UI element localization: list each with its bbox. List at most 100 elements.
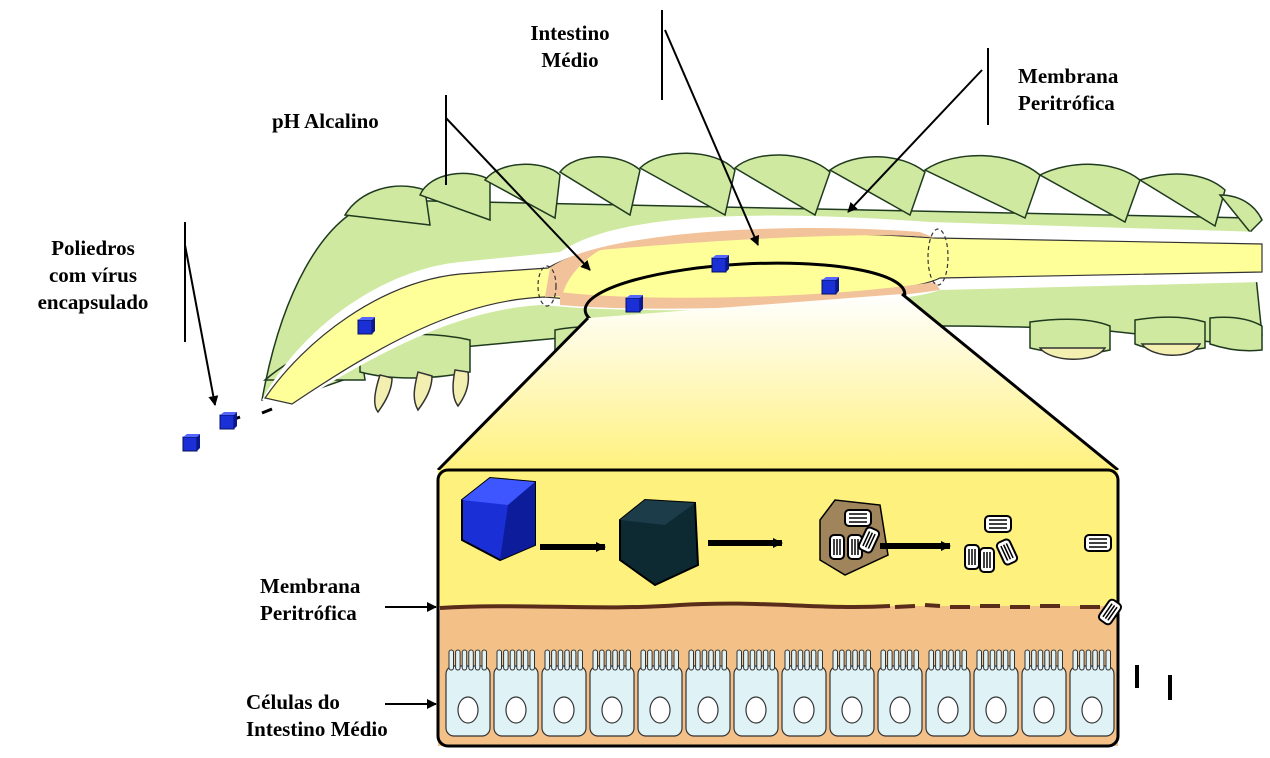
microvillus <box>661 650 666 670</box>
microvillus <box>1058 650 1063 670</box>
label-membrane-inset-line1: Membrana <box>260 573 360 600</box>
microvillus <box>552 650 557 670</box>
microvillus <box>565 650 570 670</box>
microvillus <box>750 650 755 670</box>
microvillus <box>936 650 941 670</box>
cell-nucleus <box>506 697 526 723</box>
microvillus <box>929 650 934 670</box>
microvillus <box>1025 650 1030 670</box>
microvillus <box>619 650 624 670</box>
microvillus <box>1073 650 1078 670</box>
microvillus <box>475 650 480 670</box>
label-ph: pH Alcalino <box>272 108 379 135</box>
microvillus <box>1086 650 1091 670</box>
label-cells-line1: Células do <box>246 689 388 716</box>
microvillus <box>785 650 790 670</box>
polyhedron <box>626 295 643 312</box>
microvillus <box>696 650 701 670</box>
microvillus <box>462 650 467 670</box>
polyhedron <box>220 412 237 429</box>
microvillus <box>744 650 749 670</box>
cell-nucleus <box>698 697 718 723</box>
label-midgut-line1: Intestino <box>515 20 625 47</box>
microvillus <box>737 650 742 670</box>
midgut-inset <box>438 470 1170 746</box>
microvillus <box>1045 650 1050 670</box>
microvillus <box>798 650 803 670</box>
microvillus <box>600 650 605 670</box>
cell-nucleus <box>938 697 958 723</box>
label-membrane-top-line2: Peritrófica <box>1018 90 1118 117</box>
microvillus <box>456 650 461 670</box>
microvillus <box>1032 650 1037 670</box>
label-midgut-line2: Médio <box>515 47 625 74</box>
microvillus <box>1038 650 1043 670</box>
microvillus <box>770 650 775 670</box>
microvillus <box>907 650 912 670</box>
microvillus <box>722 650 727 670</box>
label-membrane-top: Membrana Peritrófica <box>1018 63 1118 117</box>
microvillus <box>853 650 858 670</box>
microvillus <box>571 650 576 670</box>
microvillus <box>901 650 906 670</box>
cell-nucleus <box>746 697 766 723</box>
microvillus <box>833 650 838 670</box>
microvillus <box>1010 650 1015 670</box>
microvillus <box>894 650 899 670</box>
microvillus <box>593 650 598 670</box>
cell-nucleus <box>458 697 478 723</box>
microvillus <box>1099 650 1104 670</box>
microvillus <box>1106 650 1111 670</box>
label-polyhedra-line1: Poliedros <box>24 235 162 262</box>
microvillus <box>578 650 583 670</box>
microvillus <box>715 650 720 670</box>
microvillus <box>990 650 995 670</box>
cell-nucleus <box>986 697 1006 723</box>
microvillus <box>654 650 659 670</box>
microvillus <box>859 650 864 670</box>
microvillus <box>805 650 810 670</box>
microvillus <box>689 650 694 670</box>
microvillus <box>984 650 989 670</box>
microvillus <box>757 650 762 670</box>
microvillus <box>888 650 893 670</box>
microvillus <box>955 650 960 670</box>
cell-nucleus <box>650 697 670 723</box>
microvillus <box>1003 650 1008 670</box>
microvillus <box>674 650 679 670</box>
microvillus <box>840 650 845 670</box>
microvillus <box>763 650 768 670</box>
microvillus <box>558 650 563 670</box>
polyhedron <box>822 277 839 294</box>
microvillus <box>914 650 919 670</box>
microvillus <box>510 650 515 670</box>
label-cells: Células do Intestino Médio <box>246 689 388 743</box>
microvillus <box>449 650 454 670</box>
microvillus <box>523 650 528 670</box>
microvillus <box>641 650 646 670</box>
microvillus <box>1051 650 1056 670</box>
microvillus <box>1080 650 1085 670</box>
polyhedron <box>712 255 729 272</box>
microvillus <box>709 650 714 670</box>
microvillus <box>626 650 631 670</box>
label-polyhedra-line3: encapsulado <box>24 289 162 316</box>
microvillus <box>606 650 611 670</box>
microvillus <box>530 650 535 670</box>
label-midgut: Intestino Médio <box>515 20 625 74</box>
cell-nucleus <box>842 697 862 723</box>
microvillus <box>942 650 947 670</box>
microvillus <box>702 650 707 670</box>
microvillus <box>997 650 1002 670</box>
virions-in-cell <box>1137 665 1170 700</box>
label-cells-line2: Intestino Médio <box>246 716 388 743</box>
microvillus <box>497 650 502 670</box>
microvillus <box>962 650 967 670</box>
label-membrane-inset-line2: Peritrófica <box>260 600 360 627</box>
microvillus <box>613 650 618 670</box>
microvillus <box>648 650 653 670</box>
microvillus <box>504 650 509 670</box>
label-membrane-inset: Membrana Peritrófica <box>260 573 360 627</box>
microvillus <box>792 650 797 670</box>
microvillus <box>811 650 816 670</box>
